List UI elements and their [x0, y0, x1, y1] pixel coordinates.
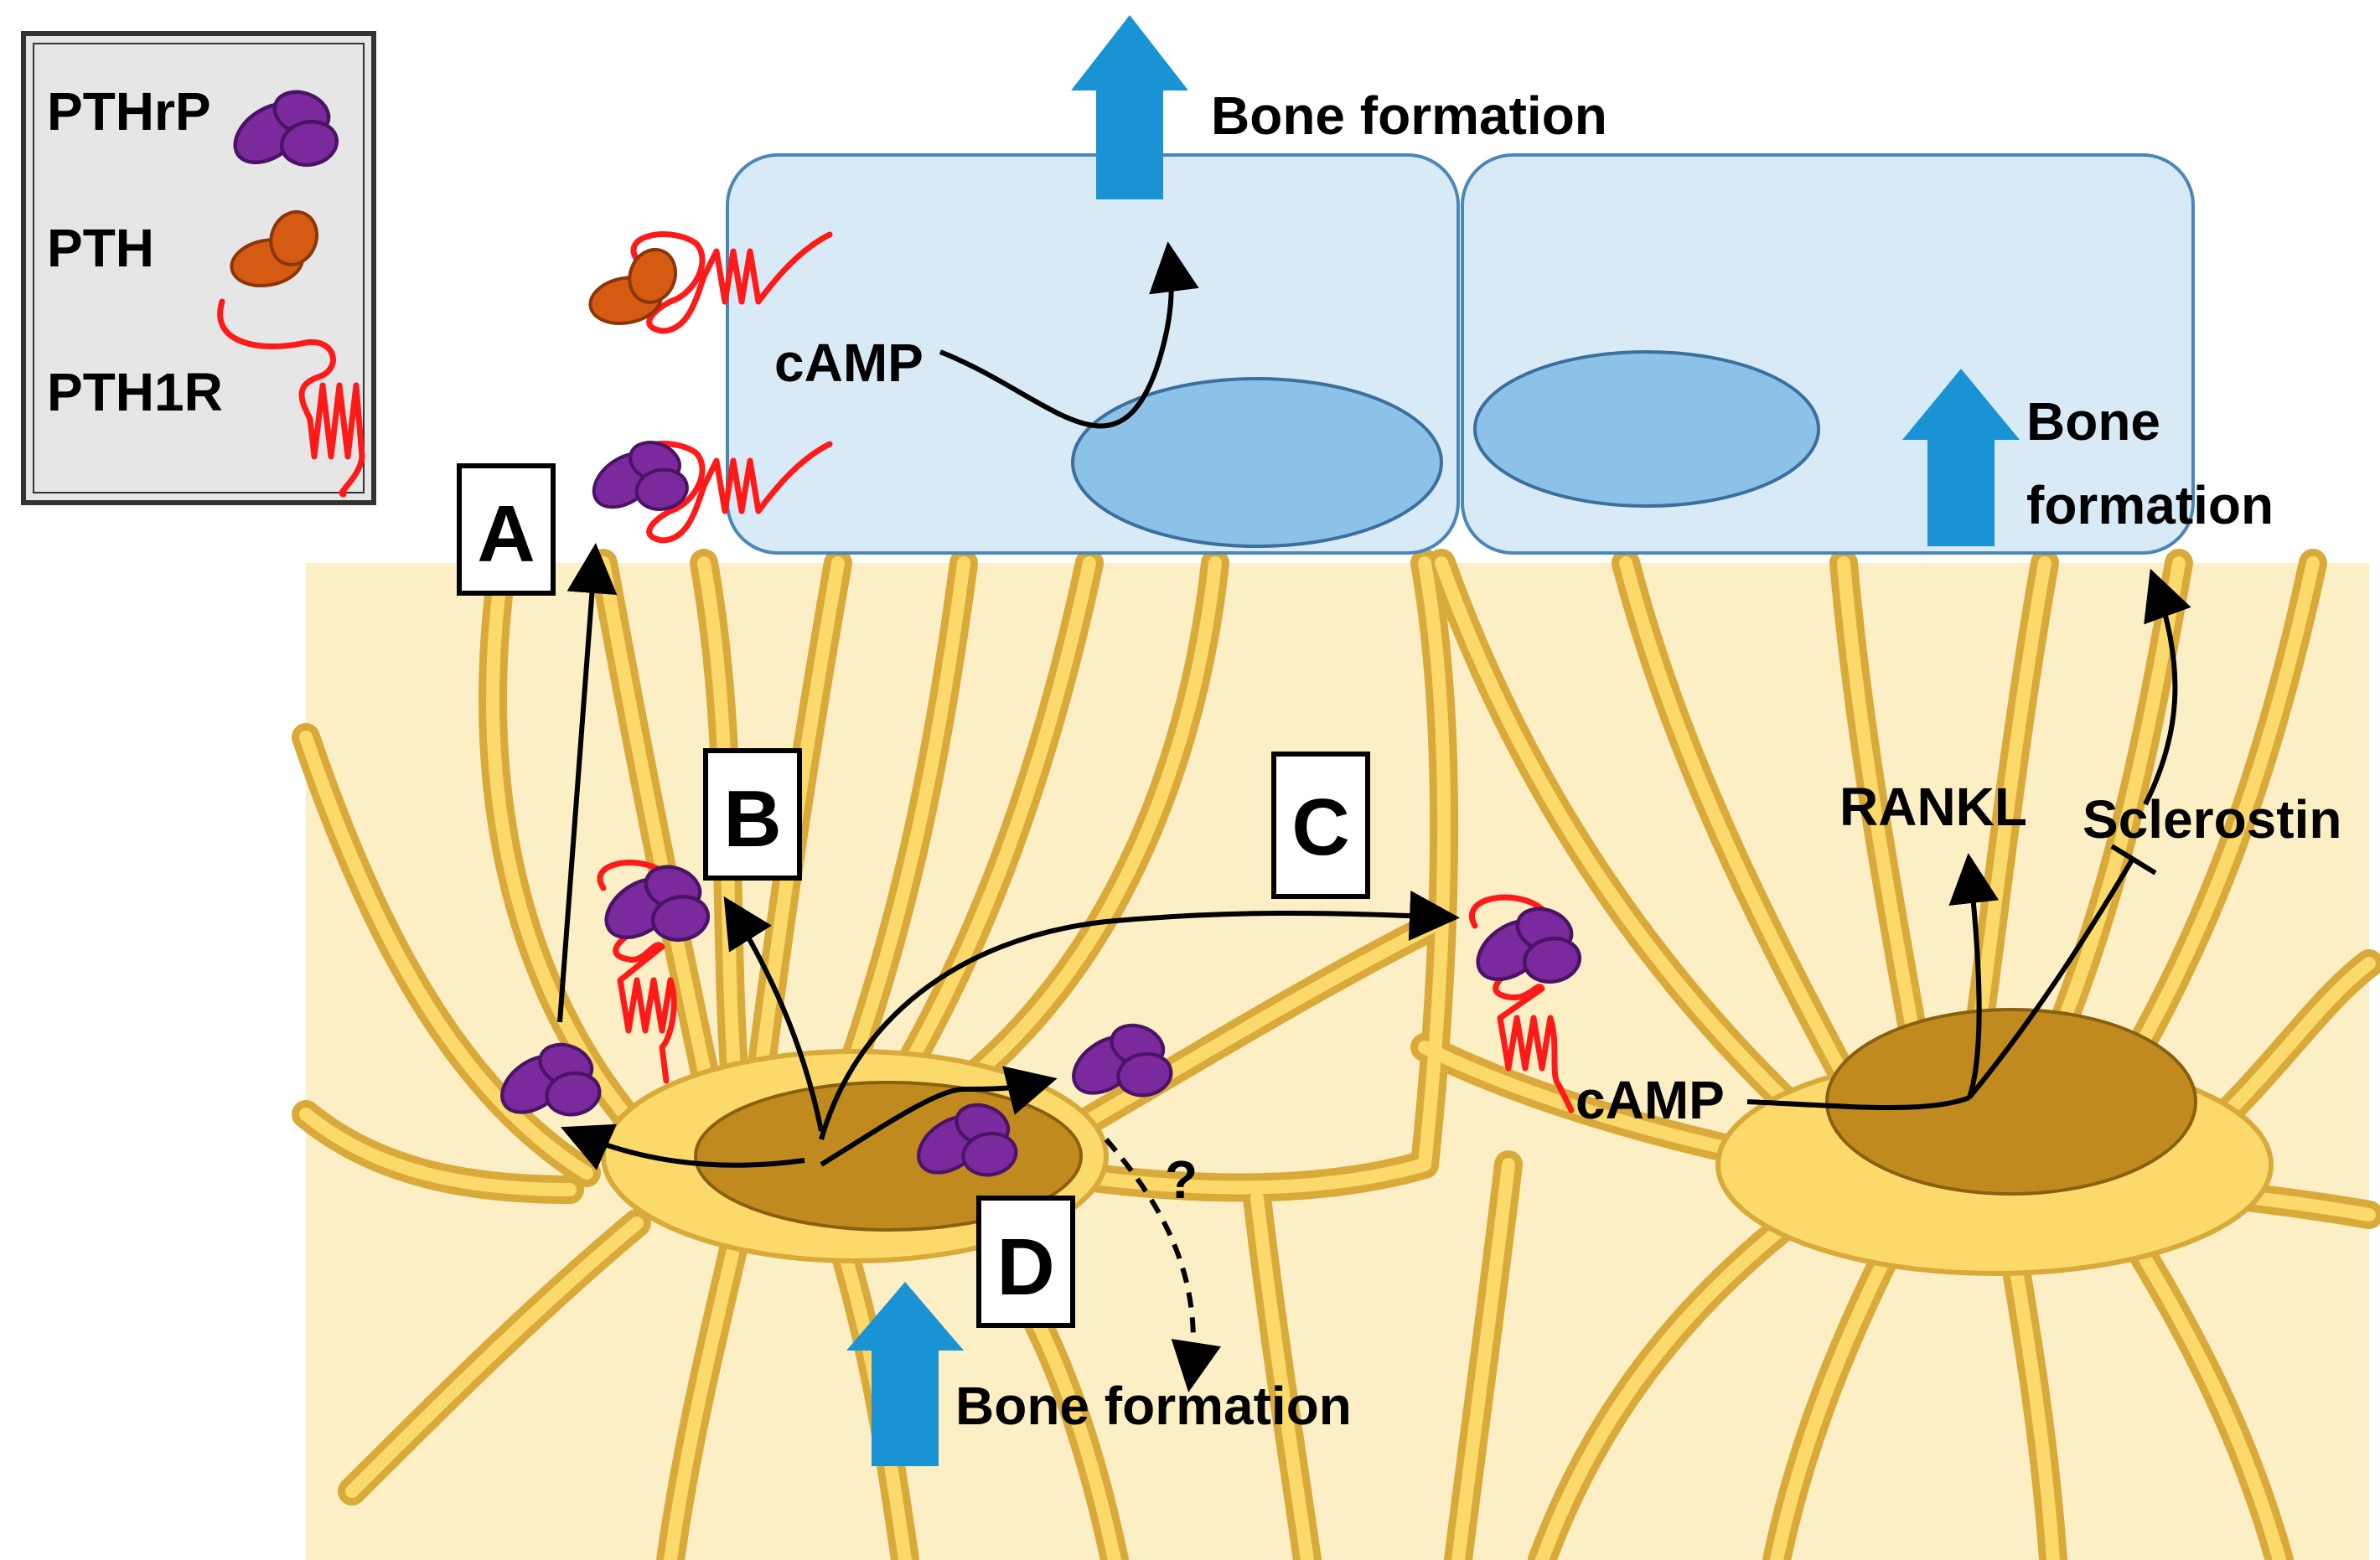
panel-d-box — [976, 1196, 1075, 1328]
panel-a-label: A — [477, 489, 535, 579]
panel-b-box — [703, 748, 802, 881]
dashed-arrow-d — [1104, 1138, 1221, 1392]
legend-label-pthrp: PTHrP — [47, 81, 211, 142]
panel-c-box — [1271, 752, 1370, 899]
camp-label-right: cAMP — [1575, 1070, 1725, 1130]
bone-formation-label-right-line1: Bone — [2026, 391, 2160, 452]
osteoblast-left — [726, 153, 1460, 555]
bone-formation-label-right-line2: formation — [2026, 475, 2274, 535]
camp-to-nucleus-line — [1746, 1095, 1971, 1110]
bone-formation-label-top: Bone formation — [1211, 85, 1607, 146]
sclerostin-inhibition-bar — [2110, 844, 2157, 876]
arrow-b — [723, 896, 824, 1132]
panel-d-label: D — [996, 1222, 1054, 1312]
rankl-label: RANKL — [1839, 777, 2027, 837]
bone-formation-up-arrow-right — [1902, 369, 2020, 546]
osteoblast-right — [1461, 153, 2195, 555]
osteocyte-right — [1715, 1008, 2274, 1276]
osteocyte-canaliculi — [292, 549, 2380, 1560]
sclerostin-to-bone-formation-arrow — [2143, 568, 2191, 806]
osteoblast-right-nucleus — [1473, 350, 1820, 508]
legend-label-pth: PTH — [47, 218, 154, 278]
sclerostin-label: Sclerostin — [2082, 789, 2341, 850]
arrow-to-left-pthrp — [561, 1124, 805, 1170]
panel-a-box — [457, 463, 556, 596]
arrow-to-rankl — [1948, 853, 2000, 1098]
legend: PTHrP PTH PTH1R — [21, 31, 376, 505]
camp-label-top: cAMP — [774, 333, 924, 393]
legend-label-pth1r: PTH1R — [47, 362, 223, 422]
osteocyte-right-nucleus — [1825, 1008, 2197, 1196]
camp-to-bone-formation-arrow — [939, 241, 1199, 429]
arrow-a — [557, 543, 618, 1023]
pth1r-icon — [217, 298, 365, 498]
bone-formation-label-bottom: Bone formation — [955, 1376, 1352, 1436]
question-mark: ? — [1165, 1149, 1198, 1210]
pthrp-receptor-complex-c — [1467, 894, 1583, 1113]
inhibit-sclerostin-line — [1967, 857, 2135, 1099]
pthrp-receptor-complex-b — [596, 860, 711, 1084]
panel-b-label: B — [723, 774, 781, 864]
pth-receptor-complex-top — [587, 231, 833, 334]
arrow-to-center-pthrp — [820, 1066, 1058, 1167]
bone-formation-up-arrow-bottom — [846, 1282, 964, 1466]
osteoblast-left-nucleus — [1071, 377, 1443, 548]
pthrp-receptor-complex-top — [584, 436, 833, 544]
bone-formation-up-arrow-top — [1071, 15, 1188, 199]
arrow-c — [819, 891, 1460, 1140]
panel-c-label: C — [1291, 783, 1349, 872]
